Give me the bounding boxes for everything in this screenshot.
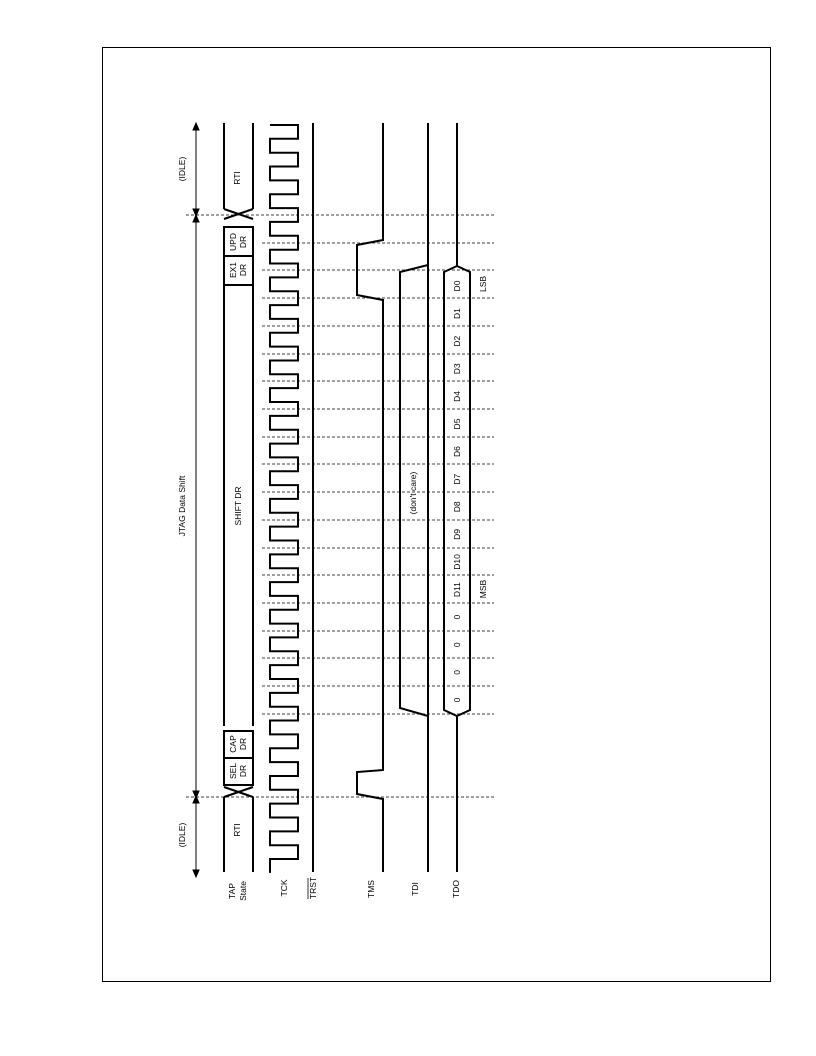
state-sel-line1: SEL (228, 763, 238, 779)
state-ex1-line1: EX1 (228, 262, 238, 278)
page-border (102, 47, 771, 982)
state-box-sel-dr (223, 757, 254, 786)
tdo-waveform (443, 123, 471, 872)
state-rti-start: RTI (232, 823, 242, 837)
state-box-ex1-dr (223, 255, 254, 286)
tdo-bit-label: D0 (452, 280, 462, 291)
tdo-bit-label: D8 (452, 501, 462, 512)
state-ex1-line2: DR (238, 264, 248, 276)
tdo-bit-label: D6 (452, 446, 462, 457)
state-cap-line1: CAP (228, 735, 238, 753)
signal-label-tdo: TDO (451, 880, 461, 898)
signal-label-tap: TAP (227, 883, 237, 899)
phase-arrows (192, 121, 200, 879)
tdo-bit-label: D10 (452, 554, 462, 570)
signal-label-state: State (238, 881, 248, 901)
state-cap-line2: DR (238, 738, 248, 750)
tck-waveform (269, 124, 299, 873)
signal-label-tdi: TDI (410, 882, 420, 896)
phase-label-idle-end: (IDLE) (177, 157, 187, 182)
signal-label-tms: TMS (366, 880, 376, 898)
tdo-bit-label: 0 (452, 615, 462, 620)
lsb-label: LSB (478, 276, 488, 292)
tdi-waveform (399, 123, 429, 872)
signal-label-trst: TRST (308, 877, 318, 899)
tdo-bit-label: D7 (452, 473, 462, 484)
tms-waveform (356, 123, 384, 872)
tdo-bit-label: D11 (452, 582, 462, 597)
state-upd-line2: DR (238, 236, 248, 248)
tdo-bit-label: D5 (452, 418, 462, 429)
tdo-bit-label: 0 (452, 670, 462, 675)
tdo-bit-label: D4 (452, 391, 462, 402)
phase-label-idle-start: (IDLE) (177, 823, 187, 848)
tap-state-bus (223, 123, 254, 872)
tdo-bit-label: 0 (452, 642, 462, 647)
msb-label: MSB (478, 579, 488, 598)
state-upd-line1: UPD (228, 233, 238, 251)
phase-label-data-shift: JTAG Data Shift (177, 475, 187, 536)
tdo-bit-label: 0 (452, 697, 462, 702)
state-rti-end: RTI (232, 171, 242, 185)
state-shift-dr: SHIFT DR (233, 486, 243, 525)
state-sel-line2: DR (238, 765, 248, 777)
tdo-bit-label: D3 (452, 363, 462, 374)
tdo-bit-labels: 0 0 0 0 D11 D10 D9 D8 D7 D6 D5 D4 D3 D2 D1 D0 (452, 280, 462, 702)
tdo-bit-label: D2 (452, 335, 462, 346)
signal-labels: TAP State TCK TRST TMS TDI TDO (227, 877, 461, 901)
tdo-bit-label: D1 (452, 308, 462, 319)
tdo-bit-label: D9 (452, 529, 462, 540)
tdi-dont-care-label: (don't care) (408, 471, 418, 514)
dashed-gridlines (186, 214, 494, 798)
signal-label-tck: TCK (279, 879, 289, 896)
